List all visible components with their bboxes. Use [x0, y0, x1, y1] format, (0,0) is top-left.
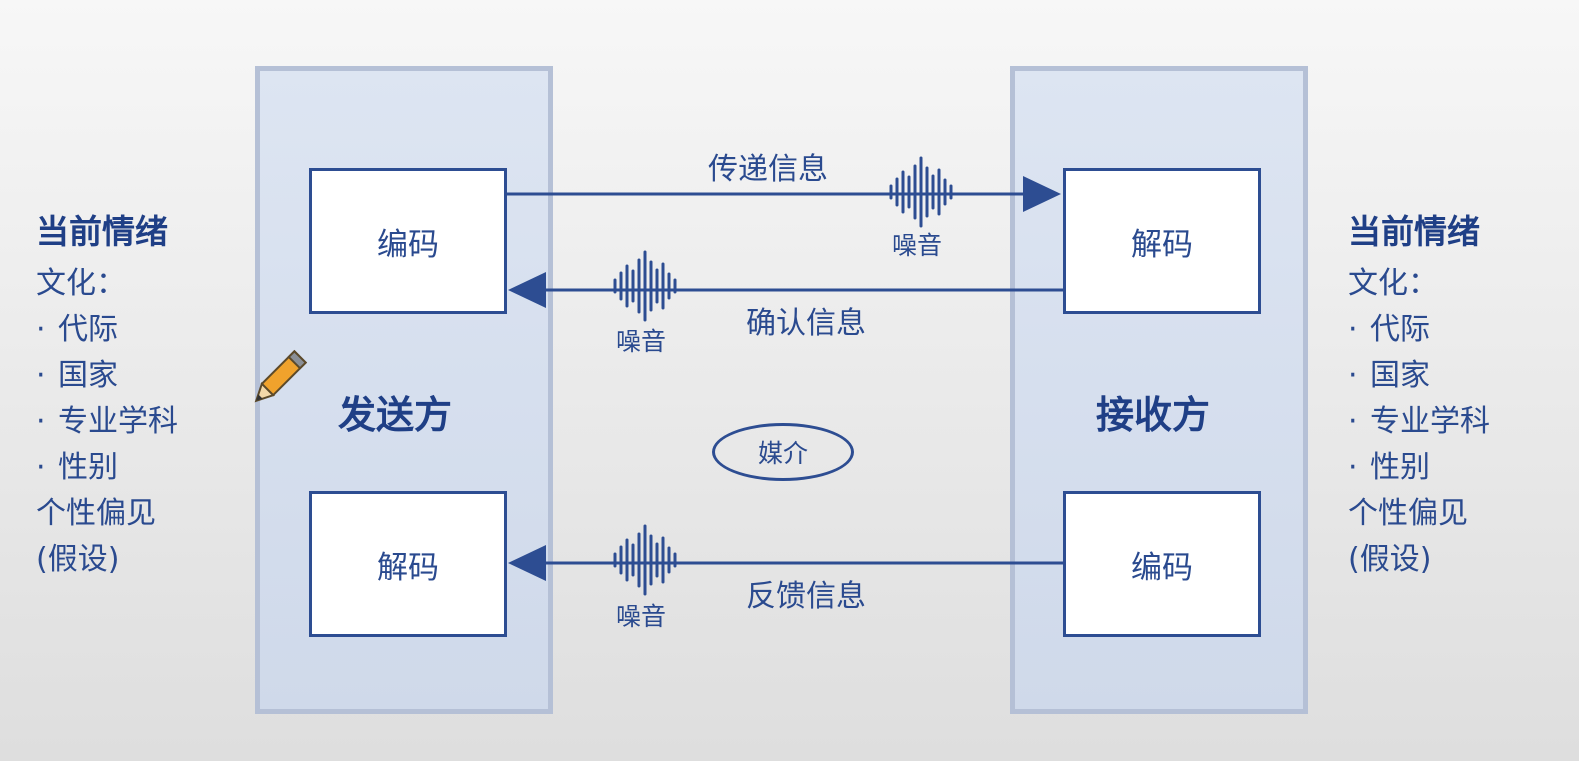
noise-label-transmit: 噪音	[892, 231, 943, 260]
right-mood-title: 当前情绪	[1348, 212, 1480, 251]
receiver-encode-box: 编码	[1063, 491, 1261, 637]
left-bias-label: 个性偏见	[36, 496, 156, 531]
right-culture-label: 文化：	[1348, 266, 1438, 301]
confirm-message-label: 确认信息	[746, 306, 866, 341]
right-assumption-label: (假设)	[1348, 542, 1432, 577]
transmit-arrowhead	[1023, 176, 1061, 212]
receiver-label: 接收方	[1096, 393, 1211, 437]
noise-label-feedback: 噪音	[616, 602, 667, 631]
noise-wave-icon	[613, 250, 677, 322]
right-bias-label: 个性偏见	[1348, 496, 1468, 531]
left-item-gender: 性别	[36, 445, 246, 491]
transmit-message-label: 传递信息	[708, 152, 828, 187]
noise-wave-icon	[889, 156, 953, 228]
left-item-discipline: 专业学科	[36, 399, 246, 445]
right-notes: 当前情绪 文化： 代际 国家 专业学科 性别 个性偏见 (假设)	[1348, 205, 1558, 583]
right-item-country: 国家	[1348, 353, 1558, 399]
noise-wave-icon	[613, 524, 677, 596]
right-item-discipline: 专业学科	[1348, 399, 1558, 445]
left-culture-label: 文化：	[36, 266, 126, 301]
left-item-generation: 代际	[36, 307, 246, 353]
medium-ellipse: 媒介	[712, 423, 854, 481]
left-mood-title: 当前情绪	[36, 212, 168, 251]
noise-label-confirm: 噪音	[616, 327, 667, 356]
sender-decode-box: 解码	[309, 491, 507, 637]
confirm-arrowhead	[508, 272, 546, 308]
right-item-gender: 性别	[1348, 445, 1558, 491]
feedback-message-label: 反馈信息	[746, 579, 866, 614]
pencil-icon	[254, 349, 308, 403]
feedback-arrowhead	[508, 545, 546, 581]
sender-encode-box: 编码	[309, 168, 507, 314]
left-item-country: 国家	[36, 353, 246, 399]
right-item-generation: 代际	[1348, 307, 1558, 353]
receiver-decode-box: 解码	[1063, 168, 1261, 314]
left-assumption-label: (假设)	[36, 542, 120, 577]
left-notes: 当前情绪 文化： 代际 国家 专业学科 性别 个性偏见 (假设)	[36, 205, 246, 583]
sender-label: 发送方	[338, 393, 453, 437]
